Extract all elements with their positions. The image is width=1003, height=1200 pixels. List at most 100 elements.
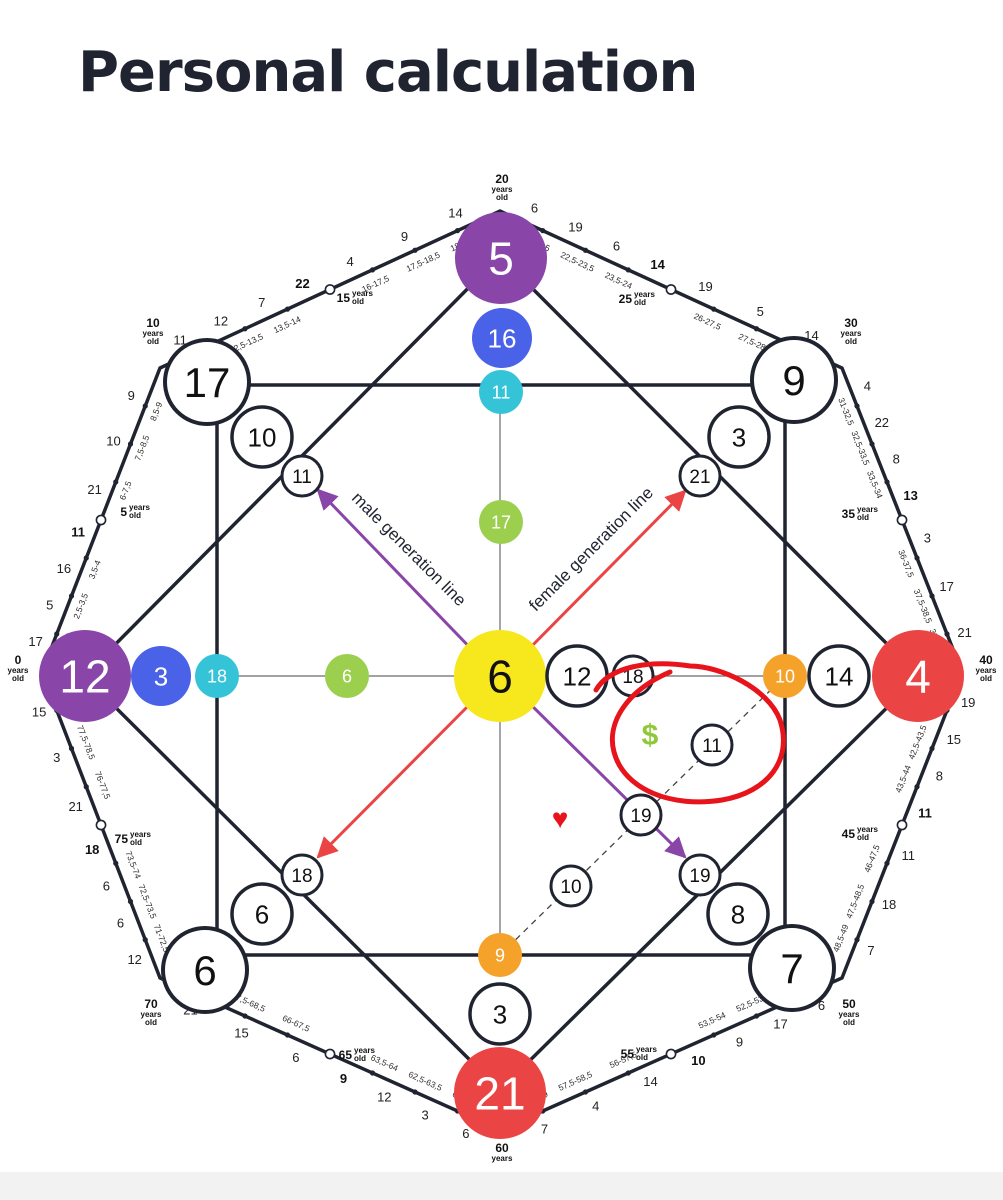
bottom-mid-value: 3 (493, 999, 507, 1029)
corner-bottom-left: 6 (161, 926, 249, 1014)
age-number: 70 (144, 997, 158, 1011)
tr-inner-disc (678, 454, 722, 498)
scale-number: 7 (541, 1121, 548, 1136)
scale-milestone (95, 819, 107, 831)
bl-mid-value: 6 (255, 899, 269, 929)
age-old: old (496, 193, 508, 202)
scale-tick (284, 306, 291, 312)
scale-left-bottom: 1266182131571-72,572,5-73,573,5-7476-77,… (32, 690, 172, 967)
scale-range: 47,5-48,5 (844, 883, 867, 920)
scale-range: 23,5-24 (603, 270, 634, 291)
scale-tick (242, 1013, 248, 1019)
scale-number: 21 (957, 625, 971, 640)
scale-number: 3 (421, 1108, 428, 1123)
scale-number: 6 (117, 915, 124, 930)
male-line-lower (518, 692, 687, 859)
money-icon: $ (642, 719, 659, 752)
left-blue-value: 3 (154, 661, 168, 691)
age-years: years (634, 290, 655, 299)
scale-number: 14 (643, 1074, 657, 1089)
scale-range: 6-7,5 (117, 479, 133, 501)
tr-inner: 21 (678, 454, 722, 498)
scale-tick (127, 898, 134, 905)
left-green-value: 6 (342, 666, 352, 686)
scale-tick (142, 403, 148, 409)
scale-number: 19 (568, 220, 582, 235)
right-second: 18 (611, 654, 655, 698)
scale-number: 6 (462, 1126, 469, 1141)
scale-number: 6 (613, 238, 620, 253)
age-old: old (145, 1018, 157, 1027)
age-old: old (129, 511, 141, 520)
scale-number: 12 (377, 1089, 391, 1104)
age-years: years (839, 1010, 860, 1019)
scale-tick (369, 1070, 376, 1076)
scale-range: 53,5-54 (697, 1010, 728, 1031)
scale-number: 8 (893, 452, 900, 467)
br-mid-value: 8 (731, 899, 745, 929)
bottom-orange: 9 (478, 933, 522, 977)
corner-right-value: 4 (905, 651, 931, 703)
scale-tick (412, 247, 418, 253)
bl-mid: 6 (230, 882, 294, 946)
scale-number: 17 (28, 634, 42, 649)
left-cyan-value: 18 (207, 666, 227, 686)
money-circle: 11 (690, 723, 734, 767)
bl-mid-disc (230, 882, 294, 946)
love-lower-value: 10 (560, 877, 581, 898)
age-number: 60 (495, 1141, 509, 1155)
scale-range: 26-27,5 (692, 311, 723, 332)
scale-tick (540, 228, 546, 234)
corner-top-right-disc (750, 336, 838, 424)
center-circle: 6 (454, 630, 546, 722)
tr-mid-disc (707, 405, 771, 469)
corner-bottom-right-value: 7 (780, 945, 803, 992)
scale-number: 4 (864, 379, 871, 394)
corner-right-disc (872, 630, 964, 722)
right-orange-disc (763, 654, 807, 698)
corner-top-right-value: 9 (782, 357, 805, 404)
scale-number: 9 (401, 229, 408, 244)
age-number: 45 (842, 827, 856, 841)
scale-tick (854, 937, 860, 943)
bl-inner-disc (280, 853, 324, 897)
scale-tick (753, 326, 760, 332)
scale-number: 15 (947, 732, 961, 747)
scale-number: 3 (53, 750, 60, 765)
left-blue: 3 (131, 646, 191, 706)
scale-number: 5 (46, 598, 53, 613)
scale-range: 76-77,5 (93, 770, 113, 801)
br-mid: 8 (706, 882, 770, 946)
left-blue-disc (131, 646, 191, 706)
age-years: years (143, 329, 164, 338)
scale-number: 7 (867, 943, 874, 958)
scale-range: 13,5-14 (272, 314, 303, 335)
scale-number: 16 (57, 561, 71, 576)
scale-number: 21 (68, 799, 82, 814)
scale-tick (412, 1089, 418, 1095)
br-inner: 19 (678, 853, 722, 897)
age-number: 75 (115, 832, 129, 846)
scale-range: 3,5-4 (87, 558, 103, 580)
age-number: 25 (619, 292, 633, 306)
age-number: 65 (339, 1048, 353, 1062)
bl-inner-value: 18 (291, 866, 312, 887)
age-old: old (857, 513, 869, 522)
scale-number: 17 (773, 1016, 787, 1031)
age-years: years (129, 503, 150, 512)
male-line-label: male generation line (348, 488, 470, 610)
scale-milestone (95, 514, 107, 526)
age-years: years (130, 830, 151, 839)
scale-range: 7,5-8,5 (132, 434, 151, 463)
scale-number: 9 (128, 388, 135, 403)
age-old: old (636, 1053, 648, 1062)
scale-number: 6 (103, 879, 110, 894)
scale-number: 14 (650, 257, 665, 272)
age-years: years (8, 666, 29, 675)
